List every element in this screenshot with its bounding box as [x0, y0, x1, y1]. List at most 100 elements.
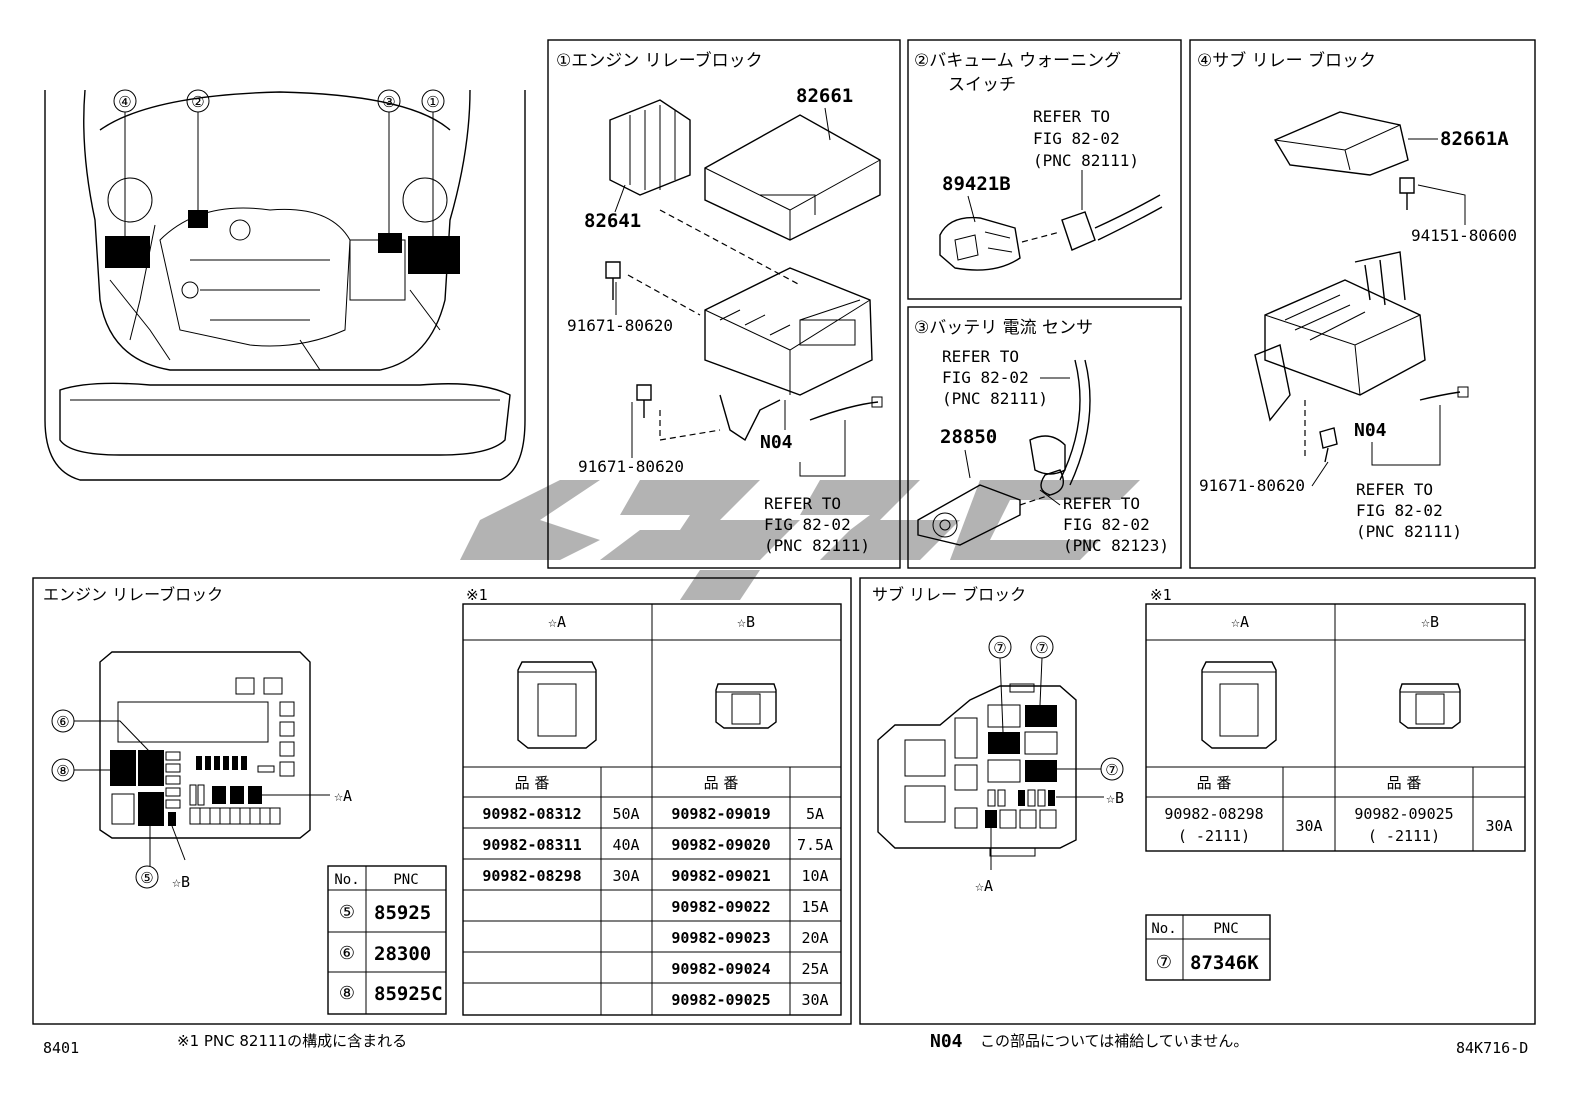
fuse-icon-large: [517, 661, 597, 749]
star-a-sub: ☆A: [975, 877, 993, 895]
sub-fuse-a-part: 90982-08298: [1164, 805, 1263, 823]
fuse-b-amperage: 30A: [801, 991, 828, 1009]
footer: 8401 ※1 PNC 82111の構成に含まれる N04 この部品については補…: [43, 1031, 1528, 1057]
engine-relay-section-title: エンジン リレーブロック: [43, 585, 223, 604]
engine-relay-block-marker: [408, 236, 460, 274]
fuse-a-part-number: 90982-08312: [482, 805, 581, 823]
sub-fuse-b-amp: 30A: [1485, 817, 1512, 835]
sub-fuse-a-sub: ( -2111): [1178, 827, 1250, 845]
section-engine-relay-fuses: エンジン リレーブロック ⑥ ⑧: [32, 577, 852, 1025]
pnc-row-no: ⑥: [339, 943, 355, 964]
star-b-sub: ☆B: [1106, 789, 1124, 807]
panel1-refer-3: (PNC 82111): [764, 536, 870, 555]
sub-fuse-col-b: ☆B: [1421, 613, 1439, 631]
footer-left-code: 8401: [43, 1039, 79, 1057]
callout-7: ⑦: [1035, 639, 1048, 657]
sub-fuse-a-amp: 30A: [1295, 817, 1322, 835]
panel1-refer-1: REFER TO: [764, 494, 841, 513]
vacuum-switch-marker: [188, 210, 208, 228]
wire-n04-sub: N04: [1354, 420, 1387, 441]
fuse-icon-mini: [715, 683, 777, 729]
sub-fuse-icon-mini: [1399, 683, 1461, 729]
sub-fuse-part-header-b: 品 番: [1387, 774, 1422, 792]
star-b-engine: ☆B: [172, 873, 190, 891]
sub-fuse-b-sub: ( -2111): [1368, 827, 1440, 845]
part-94151-80600: 94151-80600: [1411, 226, 1517, 245]
panel1-refer-2: FIG 82-02: [764, 515, 851, 534]
fuse-a-amperage: 50A: [612, 805, 639, 823]
panel4-refer-2: FIG 82-02: [1356, 501, 1443, 520]
fuse-b-part-number: 90982-09025: [671, 991, 770, 1009]
panel2-title-line1: ②バキューム ウォーニング: [914, 51, 1121, 71]
panel3-refer-lower-2: FIG 82-02: [1063, 515, 1150, 534]
panel-battery-current-sensor: ③バッテリ 電流 センサ REFER TO FIG 82-02 (PNC 821…: [907, 306, 1182, 569]
callout-3: ③: [382, 93, 395, 111]
panel2-title-line2: スイッチ: [948, 75, 1016, 95]
fuse-a-part-number: 90982-08311: [482, 836, 581, 854]
fuse-b-part-number: 90982-09021: [671, 867, 770, 885]
wire-n04: N04: [760, 432, 793, 453]
fuse-b-part-number: 90982-09020: [671, 836, 770, 854]
panel4-refer-1: REFER TO: [1356, 480, 1433, 499]
panel3-title: ③バッテリ 電流 センサ: [914, 318, 1093, 338]
fuse-b-part-number: 90982-09019: [671, 805, 770, 823]
callout-2: ②: [191, 93, 204, 111]
panel3-refer-upper-1: REFER TO: [942, 347, 1019, 366]
fuse-b-amperage: 20A: [801, 929, 828, 947]
callout-1: ①: [426, 93, 439, 111]
panel-sub-relay-block: ④サブ リレー ブロック 82661A 94151-80600 91671-80…: [1189, 39, 1536, 569]
sub-relay-block-marker: [105, 236, 150, 268]
fuse-a-amperage: 30A: [612, 867, 639, 885]
fuse-b-part-number: 90982-09024: [671, 960, 770, 978]
part-91671-80620-upper: 91671-80620: [567, 316, 673, 335]
pnc-row-no: ⑧: [339, 983, 355, 1004]
sub-pnc-row-no: ⑦: [1156, 952, 1172, 973]
panel3-refer-lower-3: (PNC 82123): [1063, 536, 1169, 555]
sub-pnc-header-no: No.: [1151, 921, 1176, 937]
watermark-logo: [460, 480, 1140, 600]
fuse-col-b: ☆B: [737, 613, 755, 631]
sub-pnc-header-pnc: PNC: [1213, 921, 1238, 937]
sub-fuse-b-part: 90982-09025: [1354, 805, 1453, 823]
pnc-row-value: 85925C: [374, 983, 443, 1005]
section-sub-relay-fuses: サブ リレー ブロック ⑦ ⑦ ⑦ ☆B: [859, 577, 1536, 1025]
part-82661: 82661: [796, 85, 853, 107]
panel4-refer-3: (PNC 82111): [1356, 522, 1462, 541]
fuse-b-amperage: 15A: [801, 898, 828, 916]
pnc-row-value: 28300: [374, 943, 431, 965]
sub-fuse-part-header-a: 品 番: [1197, 774, 1232, 792]
part-91671-80620-sub: 91671-80620: [1199, 476, 1305, 495]
note-mark-engine: ※1: [466, 586, 488, 604]
fuse-part-header-a: 品 番: [515, 774, 550, 792]
callout-8: ⑧: [56, 762, 69, 780]
callout-5: ⑤: [140, 869, 153, 887]
sub-fuse-icon-large: [1201, 661, 1277, 749]
panel-engine-relay-block: ①エンジン リレーブロック 82661 82641 91671-80620 91…: [547, 39, 901, 569]
fuse-col-a: ☆A: [548, 613, 566, 631]
panel1-title: ①エンジン リレーブロック: [556, 50, 763, 71]
part-89421B: 89421B: [942, 173, 1011, 195]
panel-vacuum-warning-switch: ②バキューム ウォーニング スイッチ REFER TO FIG 82-02 (P…: [907, 39, 1182, 300]
footer-right-code: 84K716-D: [1456, 1039, 1528, 1057]
fuse-b-amperage: 10A: [801, 867, 828, 885]
engine-bay-overview: ④ ② ③ ①: [44, 89, 526, 481]
star-a-engine: ☆A: [334, 787, 352, 805]
callout-4: ④: [118, 93, 131, 111]
callout-7: ⑦: [1105, 761, 1118, 779]
footer-note: ※1 PNC 82111の構成に含まれる: [177, 1032, 407, 1050]
fuse-a-part-number: 90982-08298: [482, 867, 581, 885]
panel2-refer-2: FIG 82-02: [1033, 129, 1120, 148]
pnc-header-pnc: PNC: [393, 872, 418, 888]
fuse-part-header-b: 品 番: [704, 774, 739, 792]
panel4-title: ④サブ リレー ブロック: [1197, 50, 1376, 71]
panel3-refer-lower-1: REFER TO: [1063, 494, 1140, 513]
footer-n04-note: この部品については補給していません。: [980, 1032, 1248, 1050]
panel2-refer-1: REFER TO: [1033, 107, 1110, 126]
fuse-a-amperage: 40A: [612, 836, 639, 854]
part-91671-80620-lower: 91671-80620: [578, 457, 684, 476]
part-82641: 82641: [584, 210, 641, 232]
battery-sensor-marker: [378, 233, 402, 253]
sub-relay-section-title: サブ リレー ブロック: [872, 585, 1026, 604]
callout-7: ⑦: [993, 639, 1006, 657]
